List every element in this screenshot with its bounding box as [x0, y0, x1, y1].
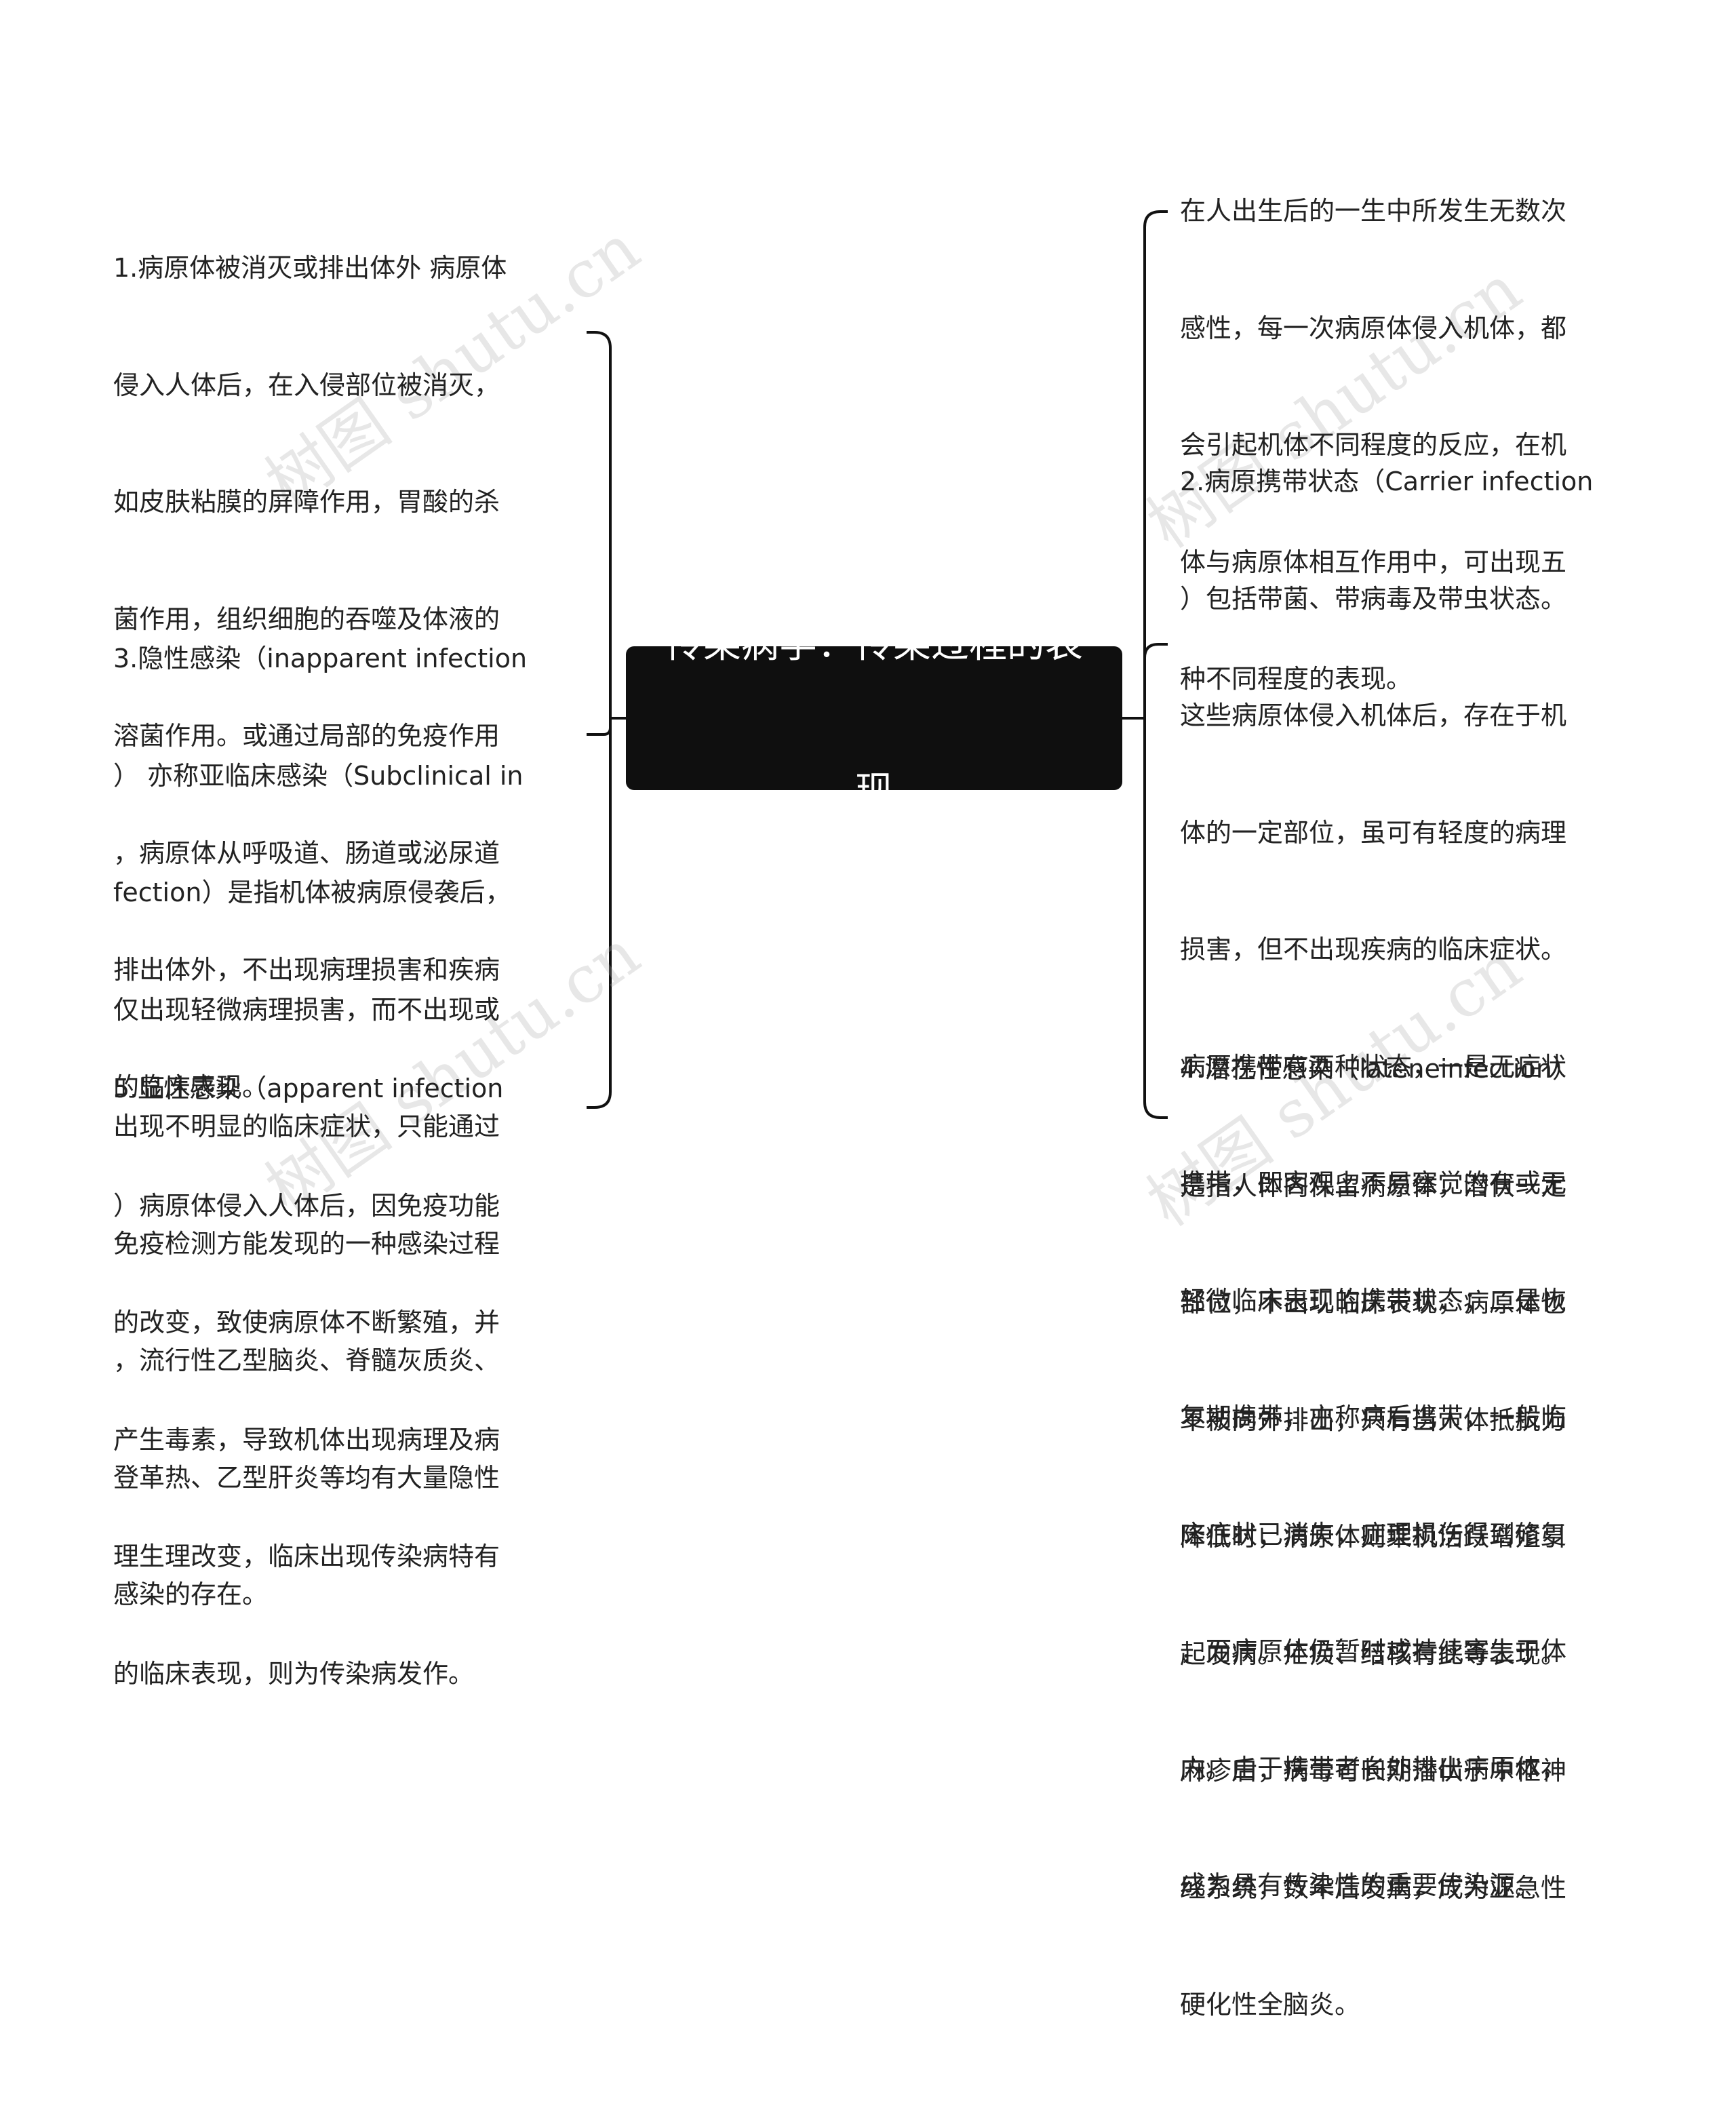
node-text-line: 降低时，病原体则乘机活跃增殖引 — [1180, 1522, 1567, 1552]
node-text-line: 这些病原体侵入机体后，存在于机 — [1180, 701, 1567, 730]
node-text-line: 麻疹后，病毒可长期潜伏于中枢神 — [1180, 1756, 1567, 1786]
node-text-line: 感性，每一次病原体侵入机体，都 — [1180, 313, 1567, 343]
node-text-line: 出现不明显的临床症状，只能通过 — [113, 1112, 500, 1141]
node-text-line: 损害，但不出现疾病的临床症状。 — [1180, 935, 1567, 964]
node-text-line: 体的一定部位，虽可有轻度的病理 — [1180, 817, 1567, 848]
node-text-line: 种不同程度的表现。 — [1180, 664, 1413, 694]
node-text-line: 携带，即客观上不易察觉的有或无 — [1180, 1168, 1567, 1198]
node-text-line: 部位，不出现临床表现，病原体也 — [1180, 1288, 1567, 1318]
node-text-line: 不被向外排出，只有当人体抵抗力 — [1180, 1404, 1567, 1435]
node-text-line: 2.病原携带状态（Carrier infection — [1180, 467, 1594, 496]
node-text-line: 4.潜在性感染（lateneinfection） — [1180, 1054, 1578, 1084]
node-text-line: 免疫检测方能发现的一种感染过程 — [113, 1228, 500, 1259]
topic-node-left-3[interactable]: 5.显性感染（apparent infection ）病原体侵入人体后，因免疫功… — [113, 991, 503, 1771]
node-text-line: ）包括带菌、带病毒及带虫状态。 — [1180, 583, 1567, 614]
node-text-line: 会引起机体不同程度的反应，在机 — [1180, 430, 1567, 460]
node-text-line: 是指人体内保留病原体，潜伏一定 — [1180, 1171, 1567, 1201]
node-text-line: ）病原体侵入人体后，因免疫功能 — [113, 1190, 500, 1221]
node-text-line: 硬化性全脑炎。 — [1180, 1990, 1361, 2020]
topic-node-left-1[interactable]: 1.病原体被消灭或排出体外 病原体 侵入人体后，在入侵部位被消灭， 如皮肤粘膜的… — [113, 171, 507, 1185]
node-text-line: 如皮肤粘膜的屏障作用，胃酸的杀 — [113, 487, 500, 517]
root-title-line: 传染病学：传染过程的表 — [665, 623, 1083, 667]
node-text-line: fection）是指机体被病原侵袭后， — [113, 878, 511, 907]
node-text-line: 排出体外，不出现病理损害和疾病 — [113, 955, 500, 985]
node-text-line: 侵入人体后，在入侵部位被消灭， — [113, 370, 500, 400]
node-text-line: 仅出现轻微病理损害，而不出现或 — [113, 994, 500, 1025]
root-node[interactable]: 传染病学：传染过程的表 现 — [626, 623, 1122, 813]
topic-node-right-3[interactable]: 4.潜在性感染（lateneinfection） 是指人体内保留病原体，潜伏一定… — [1180, 972, 1578, 2103]
node-text-line: 经系统，数年后发病，成为亚急性 — [1180, 1872, 1567, 1903]
node-text-line: 在人出生后的一生中所发生无数次 — [1180, 196, 1567, 226]
root-title-line: 现 — [855, 769, 893, 813]
node-text-line: 产生毒素，导致机体出现病理及病 — [113, 1424, 500, 1455]
node-text-line: 1.病原体被消灭或排出体外 病原体 — [113, 253, 507, 283]
node-text-line: 的临床表现。 — [113, 1072, 269, 1102]
node-text-line: 溶菌作用。或通过局部的免疫作用 — [113, 721, 500, 751]
node-text-line: 理生理改变，临床出现传染病特有 — [113, 1541, 500, 1571]
node-text-line: 复期携带，亦称病后携带，一般临 — [1180, 1402, 1567, 1432]
mind-map-canvas: 树图 shutu.cn 树图 shutu.cn 树图 shutu.cn 树图 s… — [113, 114, 1594, 2020]
right-bracket — [1122, 210, 1168, 1119]
node-text-line: 体与病原体相互作用中，可出现五 — [1180, 547, 1567, 577]
topic-node-right-1[interactable]: 在人出生后的一生中所发生无数次 感性，每一次病原体侵入机体，都 会引起机体不同程… — [1180, 114, 1566, 777]
node-text-line: 5.显性感染（apparent infection — [113, 1074, 504, 1103]
root-title: 传染病学：传染过程的表 现 — [665, 523, 1083, 913]
node-text-line: ，病原体从呼吸道、肠道或泌尿道 — [113, 838, 500, 868]
node-text-line: 起发病。疟疾、结核有此等表现。 — [1180, 1638, 1567, 1669]
connector-lines — [587, 210, 1168, 1119]
node-text-line: 病原携带有两种状态，一是无症状 — [1180, 1051, 1567, 1082]
left-bracket — [587, 331, 626, 1109]
node-text-line: 菌作用，组织细胞的吞噬及体液的 — [113, 604, 500, 634]
node-text-line: 3.隐性感染（inapparent infection — [113, 644, 528, 673]
node-text-line: 轻微临床表现的携带状态；二是恢 — [1180, 1285, 1567, 1316]
node-text-line: ，流行性乙型脑炎、脊髓灰质炎、 — [113, 1345, 500, 1375]
node-text-line: 的改变，致使病原体不断繁殖，并 — [113, 1308, 500, 1337]
node-text-line: 的临床表现，则为传染病发作。 — [113, 1658, 475, 1689]
node-text-line: ） 亦称亚临床感染（Subclinical in — [113, 760, 524, 791]
